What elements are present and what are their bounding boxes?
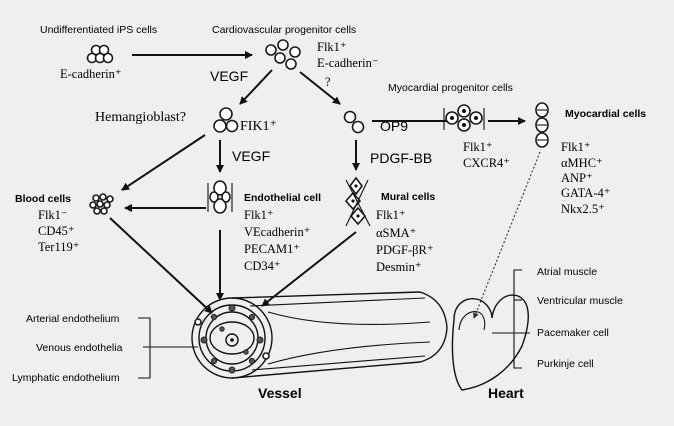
heart-part-purkinje: Purkinje cell bbox=[537, 358, 594, 370]
mpc-marker-2: CXCR4⁺ bbox=[463, 156, 510, 170]
endothelial-node: Endothelial cell Flk1⁺ VEcadherin⁺ PECAM… bbox=[207, 180, 321, 273]
cvp-node: Cardiovascular progenitor cells Flk1⁺ E-… bbox=[212, 24, 378, 70]
blood-marker-1: Flk1⁻ bbox=[38, 208, 68, 222]
heart-title: Heart bbox=[488, 385, 524, 401]
hemangioblast-node: Hemangioblast? FIK1⁺ bbox=[95, 107, 277, 134]
mpc-cell-cluster-icon bbox=[443, 104, 485, 132]
vegf-label-mid: VEGF bbox=[232, 148, 270, 164]
blood-marker-3: Ter119⁺ bbox=[38, 240, 79, 254]
myocardial-node: Myocardial cells Flk1⁺ αMHC⁺ ANP⁺ GATA-4… bbox=[535, 102, 646, 216]
pdgfbb-label: PDGF-BB bbox=[370, 150, 432, 166]
endothelial-marker-1: Flk1⁺ bbox=[244, 208, 274, 222]
heart-part-pacemaker: Pacemaker cell bbox=[537, 327, 609, 339]
hemangioblast-label: Hemangioblast? bbox=[95, 110, 186, 125]
myocardial-title: Myocardial cells bbox=[565, 108, 646, 120]
cvp-marker-2: E-cadherin⁻ bbox=[317, 56, 378, 70]
vessel-layer-lymphatic: Lymphatic endothelium bbox=[12, 372, 120, 384]
question-mark: ? bbox=[325, 75, 331, 89]
cvp-cell-cluster-icon bbox=[265, 39, 301, 70]
mpc-marker-1: Flk1⁺ bbox=[463, 140, 493, 154]
cvp-title: Cardiovascular progenitor cells bbox=[212, 24, 356, 36]
arrow-cvp-to-mural-progenitor bbox=[299, 71, 341, 105]
myocardial-marker-4: GATA-4⁺ bbox=[561, 186, 610, 200]
vessel-layer-arterial: Arterial endothelium bbox=[26, 313, 120, 325]
ips-cell-cluster-icon bbox=[86, 44, 114, 64]
ips-marker: E-cadherin⁺ bbox=[60, 67, 121, 81]
blood-cell-cluster-icon bbox=[89, 193, 114, 215]
heart-part-ventricular: Ventricular muscle bbox=[537, 295, 623, 307]
myocardial-marker-5: Nkx2.5⁺ bbox=[561, 202, 605, 216]
cvp-marker-1: Flk1⁺ bbox=[317, 40, 347, 54]
mural-marker-2: αSMA⁺ bbox=[376, 226, 416, 240]
myocardial-marker-1: Flk1⁺ bbox=[561, 140, 591, 154]
heart-part-labels: Atrial muscle Ventricular muscle Pacemak… bbox=[492, 266, 623, 370]
heart-part-atrial: Atrial muscle bbox=[537, 266, 597, 278]
arrow-mural-to-vessel bbox=[261, 231, 357, 307]
myocardial-cell-icon bbox=[535, 102, 549, 148]
arrow-cvp-to-hemangioblast bbox=[239, 69, 273, 105]
blood-marker-2: CD45⁺ bbox=[38, 224, 74, 238]
mural-cell-icon bbox=[344, 176, 371, 227]
hemangioblast-cell-icon bbox=[213, 107, 239, 133]
vessel-illustration bbox=[191, 291, 448, 379]
arrow-myocardial-to-heart bbox=[473, 151, 541, 319]
mpc-node: Myocardial progenitor cells Flk1⁺ CXCR4⁺ bbox=[388, 82, 513, 170]
mural-marker-3: PDGF-βR⁺ bbox=[376, 243, 433, 257]
mural-node: Mural cells Flk1⁺ αSMA⁺ PDGF-βR⁺ Desmin⁺ bbox=[344, 176, 435, 274]
vessel-layer-venous: Venous endothelia bbox=[36, 342, 123, 354]
hemangioblast-marker: FIK1⁺ bbox=[240, 119, 277, 134]
endothelial-marker-2: VEcadherin⁺ bbox=[244, 225, 310, 239]
mural-title: Mural cells bbox=[381, 191, 435, 203]
mpc-title: Myocardial progenitor cells bbox=[388, 82, 513, 94]
vessel-layer-labels: Arterial endothelium Venous endothelia L… bbox=[12, 313, 198, 384]
mural-marker-4: Desmin⁺ bbox=[376, 260, 421, 274]
ips-title: Undifferentiated iPS cells bbox=[40, 24, 157, 36]
endothelial-marker-3: PECAM1⁺ bbox=[244, 242, 300, 256]
vessel-title: Vessel bbox=[258, 385, 302, 401]
arrow-blood-to-vessel bbox=[109, 217, 213, 314]
blood-title: Blood cells bbox=[15, 193, 71, 205]
mural-progenitor-cell-icon bbox=[343, 110, 365, 134]
heart-illustration bbox=[451, 294, 529, 391]
vegf-label-top: VEGF bbox=[210, 68, 248, 84]
mural-marker-1: Flk1⁺ bbox=[376, 208, 406, 222]
endothelial-marker-4: CD34⁺ bbox=[244, 259, 280, 273]
myocardial-marker-2: αMHC⁺ bbox=[561, 156, 603, 170]
arrow-hemangioblast-to-blood bbox=[121, 134, 206, 191]
blood-node: Blood cells Flk1⁻ CD45⁺ Ter119⁺ bbox=[15, 193, 114, 254]
endothelial-cell-icon bbox=[207, 180, 233, 214]
myocardial-marker-3: ANP⁺ bbox=[561, 171, 593, 185]
endothelial-title: Endothelial cell bbox=[244, 192, 321, 204]
ips-node: Undifferentiated iPS cells E-cadherin⁺ bbox=[40, 24, 157, 81]
